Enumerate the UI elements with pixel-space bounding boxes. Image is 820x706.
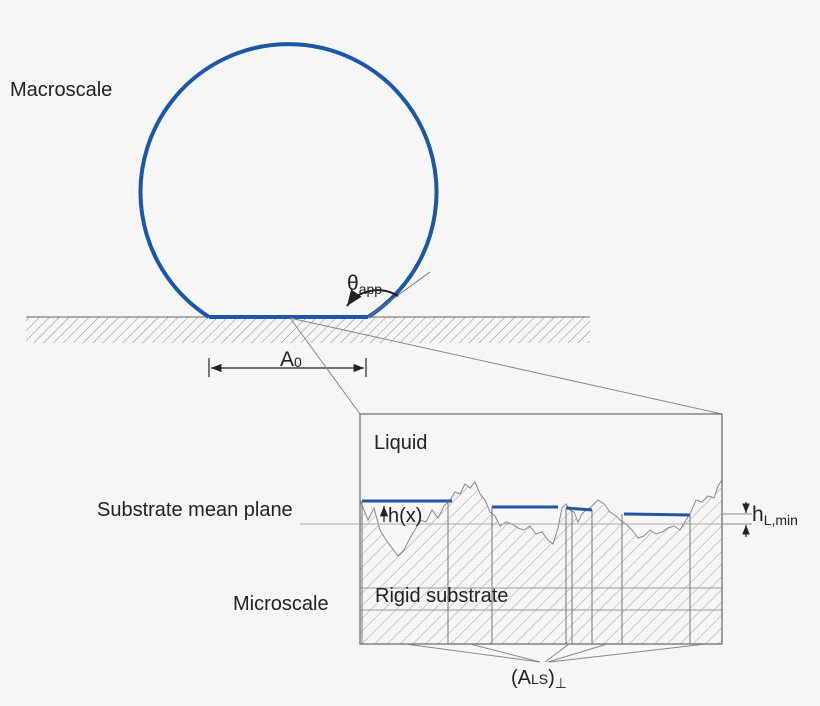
als-subscript: LS <box>531 671 548 687</box>
liquid-label: Liquid <box>374 432 427 454</box>
als-leader-2 <box>469 643 541 663</box>
als-leader-3 <box>544 643 570 663</box>
als-leader-4 <box>547 643 608 663</box>
als-close: ) <box>548 667 555 689</box>
theta-subscript: app <box>359 281 383 297</box>
theta-label: θapp <box>347 272 382 297</box>
zoom-line-left <box>289 317 361 415</box>
als-leader-5 <box>549 643 707 663</box>
a0-label: A0 <box>280 348 302 371</box>
zoom-line-right <box>289 317 723 415</box>
als-perp: ⊥ <box>555 675 567 691</box>
substrate-mean-plane-label: Substrate mean plane <box>97 499 293 521</box>
als-label: (ALS)⊥ <box>511 667 567 691</box>
hlmin-label: hL,min <box>752 503 798 528</box>
droplet-outline <box>138 42 439 319</box>
hlmin-symbol: h <box>752 503 764 526</box>
liquid-interface-4 <box>623 512 691 517</box>
microscale-content <box>360 479 722 644</box>
theta-symbol: θ <box>347 272 359 295</box>
microscale-label: Microscale <box>233 593 329 615</box>
macroscale-label: Macroscale <box>10 79 112 101</box>
a0-subscript: 0 <box>294 354 302 370</box>
als-open: (A <box>511 667 532 689</box>
liquid-interface-3 <box>565 506 593 512</box>
macro-substrate <box>26 317 590 343</box>
contact-angle-arc <box>346 289 399 307</box>
rough-substrate <box>360 479 722 644</box>
a0-symbol: A <box>280 348 294 371</box>
als-leader-1 <box>404 643 541 663</box>
hx-label: h(x) <box>388 505 422 527</box>
tangent-line <box>367 271 431 318</box>
rigid-substrate-label: Rigid substrate <box>375 585 508 607</box>
microscale-box <box>359 413 723 645</box>
hlmin-subscript: L,min <box>764 512 798 528</box>
